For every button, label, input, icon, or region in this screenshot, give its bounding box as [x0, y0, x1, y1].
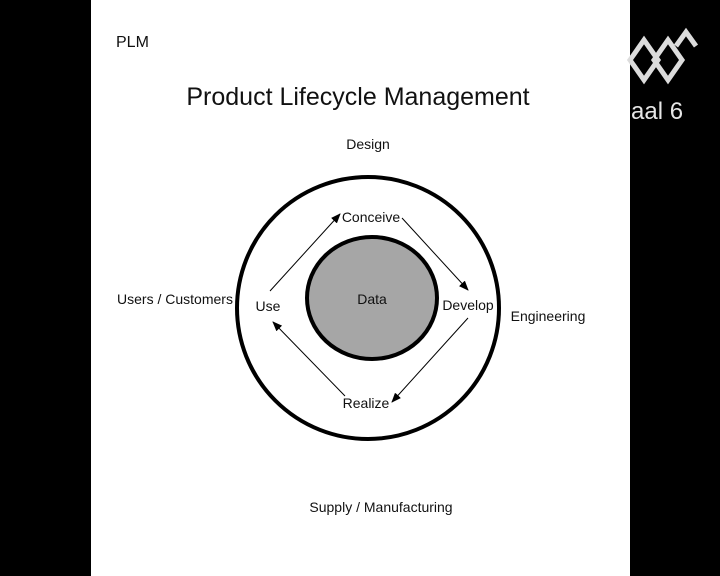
- ring-label-engineering: Engineering: [511, 308, 586, 324]
- channel-name-label: aal 6: [631, 98, 684, 125]
- stage-label-realize: Realize: [343, 395, 390, 411]
- stage-label-use: Use: [256, 298, 281, 314]
- core-data-label: Data: [357, 291, 387, 307]
- stage-label-conceive: Conceive: [342, 209, 401, 225]
- core-data-ellipse: [305, 235, 439, 361]
- arrow-realize-to-use: [272, 321, 346, 397]
- slide-title: Product Lifecycle Management: [186, 83, 529, 111]
- channel-logo-icon: [626, 27, 698, 85]
- arrow-use-to-conceive: [269, 213, 341, 292]
- outer-ring: [235, 175, 501, 441]
- arrow-conceive-to-develop: [401, 217, 469, 291]
- arrow-develop-to-realize: [391, 317, 469, 403]
- ring-label-supply-manufacturing: Supply / Manufacturing: [309, 499, 452, 515]
- ring-label-design: Design: [346, 136, 390, 152]
- slide-corner-label: PLM: [116, 34, 149, 51]
- ring-label-users-customers: Users / Customers: [117, 291, 233, 307]
- stage-label-develop: Develop: [442, 297, 494, 313]
